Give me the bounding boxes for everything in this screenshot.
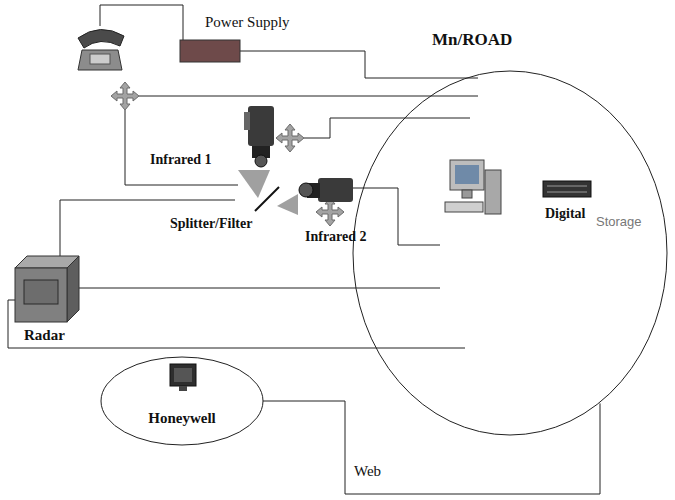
beam-arrow (238, 170, 270, 198)
monitor-stand (179, 386, 187, 391)
infrared-camera-icon (244, 106, 274, 167)
camera-body (248, 106, 274, 146)
ellipse-shape (353, 71, 667, 435)
storage-icon (543, 181, 591, 197)
label-anchor: Digital (545, 204, 585, 222)
screen (455, 165, 479, 184)
label-anchor: Splitter/Filter (170, 214, 252, 232)
label-anchor: Web (352, 462, 383, 480)
storage-box (543, 181, 591, 197)
wires (8, 5, 478, 348)
part-label: Splitter/Filter (170, 216, 252, 232)
label-anchor: Storage (596, 212, 642, 230)
screen (174, 368, 192, 382)
keyboard (445, 202, 483, 212)
network-link (263, 401, 600, 494)
site-ellipse: Honeywell (100, 356, 264, 446)
pan-tilt-symbol (316, 198, 344, 226)
wire (125, 110, 238, 185)
part-label: Radar (24, 327, 65, 344)
storage-slot (547, 186, 587, 187)
label-anchor: Infrared 2 (305, 227, 367, 245)
storage-slot (547, 192, 587, 193)
pan-tilt-symbol (111, 82, 139, 110)
wire (240, 51, 478, 78)
label-anchor: Power Supply (205, 13, 290, 31)
monitor (170, 364, 196, 386)
ellipse-outline (352, 70, 668, 436)
region-ellipse: Mn/ROAD (352, 70, 668, 436)
splitter-line (255, 187, 279, 211)
phone-base (78, 50, 122, 70)
camera-grip (244, 112, 250, 130)
camera-lens (255, 155, 267, 167)
node-title: Honeywell (148, 410, 216, 427)
workstation-icon (170, 364, 196, 391)
phone-handset (78, 29, 124, 48)
ellipse-shape (101, 357, 263, 445)
node-title: Mn/ROAD (432, 30, 512, 50)
label-anchor: Radar (24, 326, 65, 344)
wire (304, 118, 470, 138)
part-label: Infrared 1 (150, 152, 212, 168)
camera-lens (299, 183, 313, 197)
part-label: Power Supply (205, 14, 290, 31)
telephone-icon (78, 29, 124, 70)
wire (139, 96, 478, 97)
monitor-stand (462, 190, 472, 198)
power-supply-box (180, 40, 240, 62)
tower (485, 170, 501, 214)
pan-tilt-symbol (276, 124, 304, 152)
part-label: Digital (545, 206, 585, 222)
radar-side (67, 256, 79, 322)
phone-keypad (90, 54, 110, 64)
infrared-camera-icon (299, 178, 353, 202)
radar-icon (15, 256, 79, 322)
computer-icon (445, 160, 501, 214)
part-label: Storage (596, 215, 642, 230)
monitor (450, 160, 484, 190)
camera-body (318, 178, 353, 202)
part-label: Infrared 2 (305, 229, 367, 245)
radar-panel (24, 280, 58, 304)
radar-front (15, 268, 67, 322)
ellipse-outline (100, 356, 264, 446)
link-label: Web (352, 463, 383, 480)
wire (79, 288, 440, 289)
beam-arrow (277, 194, 298, 215)
label-anchor: Infrared 1 (150, 150, 212, 168)
